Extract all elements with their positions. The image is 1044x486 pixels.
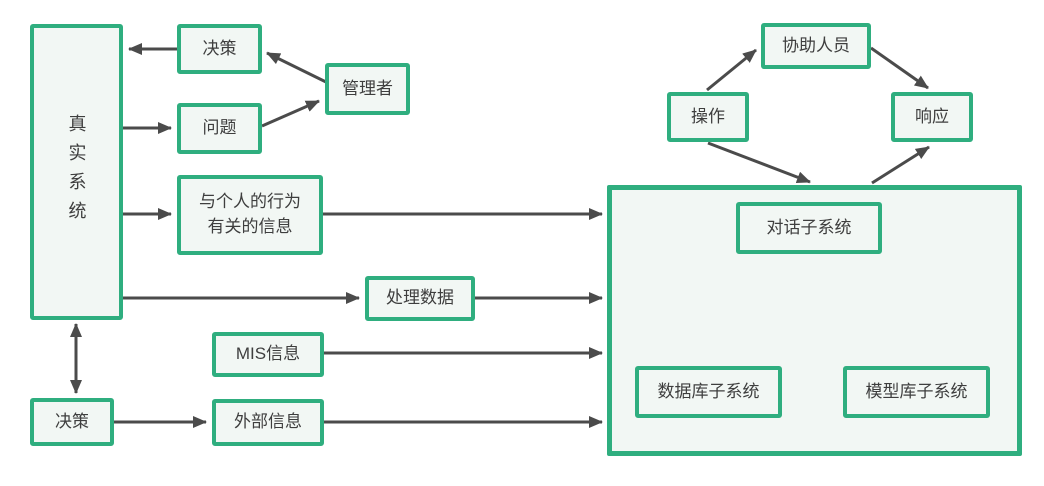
edge-container-to-response: [871, 145, 930, 185]
node-manager: 管理者: [325, 63, 410, 115]
node-problem-label: 问题: [202, 118, 237, 138]
node-response: 响应: [891, 92, 973, 142]
node-external-info: 外部信息: [212, 399, 324, 446]
node-response-label: 响应: [915, 106, 949, 126]
node-model-subsystem: 模型库子系统: [843, 366, 990, 418]
node-problem: 问题: [177, 103, 262, 154]
node-mis-info-label: MIS信息: [235, 344, 301, 364]
node-personal-info: 与个人的行为 有关的信息: [177, 175, 323, 255]
node-database-subsystem-label: 数据库子系统: [657, 381, 760, 401]
node-real-system: 真实系统: [30, 24, 123, 320]
node-decision-bottom: 决策: [30, 398, 114, 446]
node-assist-staff: 协助人员: [761, 23, 871, 69]
node-operation-label: 操作: [691, 106, 725, 126]
edge-manager-to-decision-top: [266, 51, 327, 84]
node-operation: 操作: [667, 92, 749, 142]
node-dialog-subsystem: 对话子系统: [736, 202, 882, 254]
edge-assist-staff-to-response: [870, 46, 929, 90]
edge-operation-to-assist-staff: [706, 48, 757, 92]
node-dialog-subsystem-label: 对话子系统: [766, 217, 852, 237]
node-process-data-label: 处理数据: [386, 288, 454, 308]
node-manager-label: 管理者: [342, 78, 393, 98]
node-real-system-label: 真实系统: [66, 114, 87, 230]
edge-problem-to-manager: [261, 99, 320, 128]
node-decision-top-label: 决策: [202, 38, 237, 58]
node-assist-staff-label: 协助人员: [782, 35, 850, 55]
node-personal-info-label: 与个人的行为 有关的信息: [199, 192, 301, 236]
node-process-data: 处理数据: [365, 276, 475, 321]
edge-operation-to-container: [707, 141, 811, 184]
node-mis-info: MIS信息: [212, 332, 324, 377]
node-external-info-label: 外部信息: [234, 412, 302, 432]
node-decision-top: 决策: [177, 24, 262, 74]
node-decision-bottom-label: 决策: [55, 411, 89, 431]
node-model-subsystem-label: 模型库子系统: [865, 381, 968, 401]
node-database-subsystem: 数据库子系统: [635, 366, 782, 418]
